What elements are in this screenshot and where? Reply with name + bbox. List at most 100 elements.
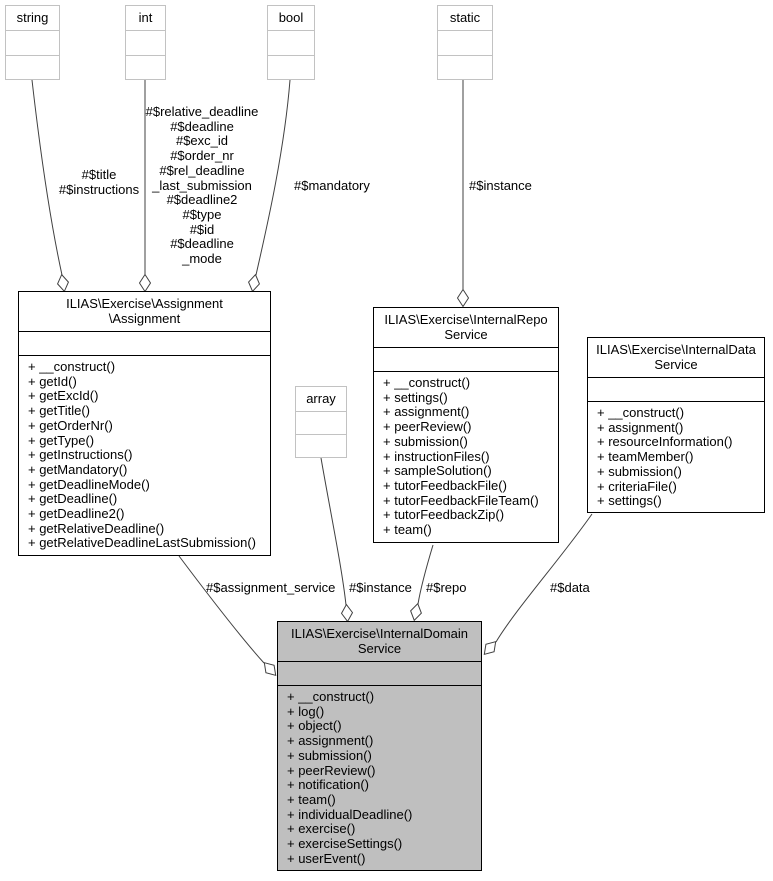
- methods-compartment: [6, 54, 59, 80]
- aggregation-diamond: [56, 273, 70, 293]
- method-label: + tutorFeedbackFileTeam(): [383, 492, 539, 508]
- method-label: + __construct(): [383, 375, 471, 390]
- class-box-bool: bool: [267, 5, 315, 80]
- method-label: + peerReview(): [383, 419, 472, 435]
- edge-label-data: #$data: [550, 580, 590, 595]
- class-title: int: [126, 6, 165, 31]
- edge-label-instance-array: #$instance: [349, 580, 412, 595]
- method-label: + getRelativeDeadline(): [28, 520, 165, 536]
- class-box-static: static: [437, 5, 493, 80]
- class-box-int: int: [125, 5, 166, 80]
- edge-string-to-assignment: [31, 79, 63, 276]
- aggregation-diamond: [483, 640, 497, 656]
- method-label: + settings(): [597, 493, 662, 509]
- method-label: + getOrderNr(): [28, 417, 113, 433]
- method-label: + exerciseSettings(): [287, 836, 403, 852]
- edge-label-assignment-fields: #$relative_deadline #$deadline #$exc_id …: [145, 104, 259, 267]
- method-label: + criteriaFile(): [597, 478, 677, 494]
- methods-compartment: [268, 54, 314, 80]
- class-box-internal-domain-service: ILIAS\Exercise\InternalDomain Service + …: [277, 621, 482, 871]
- methods-list: + __construct()+ log()+ object()+ assign…: [278, 686, 481, 870]
- method-label: + assignment(): [597, 419, 684, 435]
- class-box-assignment[interactable]: ILIAS\Exercise\Assignment \Assignment + …: [18, 291, 271, 556]
- class-title: static: [438, 6, 492, 31]
- edge-label-repo: #$repo: [426, 580, 467, 595]
- method-label: + tutorFeedbackFile(): [383, 477, 507, 493]
- aggregation-diamond: [263, 661, 277, 677]
- method-label: + instructionFiles(): [383, 448, 490, 464]
- methods-list: + __construct()+ assignment()+ resourceI…: [588, 402, 764, 512]
- attributes-compartment: [6, 31, 59, 55]
- methods-compartment: [296, 434, 346, 457]
- method-label: + getDeadline2(): [28, 506, 125, 522]
- attributes-compartment: [268, 31, 314, 55]
- methods-compartment: [126, 54, 165, 80]
- class-title[interactable]: ILIAS\Exercise\InternalRepo Service: [374, 308, 558, 348]
- method-label: + getDeadlineMode(): [28, 476, 150, 492]
- class-title: string: [6, 6, 59, 31]
- method-label: + assignment(): [383, 404, 470, 420]
- method-label: + team(): [383, 522, 432, 538]
- class-title: ILIAS\Exercise\InternalDomain Service: [278, 622, 481, 662]
- edge-array-to-domain: [320, 457, 347, 606]
- aggregation-diamond: [456, 288, 470, 308]
- attributes-compartment: [126, 31, 165, 55]
- edge-assignment-to-domain: [178, 555, 265, 664]
- method-label: + teamMember(): [597, 449, 694, 465]
- method-label: + getType(): [28, 432, 95, 448]
- method-label: + tutorFeedbackZip(): [383, 507, 505, 523]
- edge-label-mandatory: #$mandatory: [294, 178, 370, 193]
- method-label: + __construct(): [28, 359, 116, 374]
- attributes-compartment: [374, 348, 558, 372]
- method-label: + log(): [287, 703, 325, 719]
- method-label: + submission(): [383, 433, 468, 449]
- edge-label-instance-static: #$instance: [469, 178, 532, 193]
- method-label: + getInstructions(): [28, 447, 133, 463]
- attributes-compartment: [19, 332, 270, 356]
- method-label: + peerReview(): [287, 762, 376, 778]
- aggregation-diamond: [138, 273, 152, 293]
- class-box-string: string: [5, 5, 60, 80]
- attributes-compartment: [278, 662, 481, 686]
- edge-label-assignment-service: #$assignment_service: [206, 580, 336, 595]
- class-title: bool: [268, 6, 314, 31]
- methods-list: + __construct()+ settings()+ assignment(…: [374, 372, 558, 542]
- method-label: + getRelativeDeadlineLastSubmission(): [28, 535, 256, 551]
- method-label: + submission(): [287, 747, 372, 763]
- class-title[interactable]: ILIAS\Exercise\Assignment \Assignment: [19, 292, 270, 332]
- method-label: + getMandatory(): [28, 461, 128, 477]
- class-box-array: array: [295, 386, 347, 458]
- method-label: + __construct(): [287, 689, 375, 704]
- method-label: + exercise(): [287, 821, 356, 837]
- method-label: + notification(): [287, 777, 370, 793]
- edge-label-title-instructions: #$title #$instructions: [58, 167, 140, 197]
- method-label: + submission(): [597, 463, 682, 479]
- method-label: + getId(): [28, 373, 77, 389]
- method-label: + assignment(): [287, 733, 374, 749]
- method-label: + __construct(): [597, 405, 685, 420]
- methods-list: + __construct()+ getId()+ getExcId()+ ge…: [19, 356, 270, 555]
- method-label: + individualDeadline(): [287, 806, 413, 822]
- method-label: + settings(): [383, 389, 448, 405]
- class-box-internal-repo-service[interactable]: ILIAS\Exercise\InternalRepo Service + __…: [373, 307, 559, 543]
- method-label: + getExcId(): [28, 388, 99, 404]
- aggregation-diamond: [247, 273, 261, 293]
- methods-compartment: [438, 54, 492, 80]
- method-label: + getDeadline(): [28, 491, 118, 507]
- attributes-compartment: [588, 378, 764, 402]
- class-box-internal-data-service[interactable]: ILIAS\Exercise\InternalData Service + __…: [587, 337, 765, 513]
- method-label: + sampleSolution(): [383, 463, 492, 479]
- edge-repo-to-domain: [417, 544, 434, 605]
- aggregation-diamond: [410, 602, 422, 622]
- aggregation-diamond: [340, 603, 354, 623]
- edge-bool-to-assignment: [255, 79, 291, 276]
- method-label: + getTitle(): [28, 403, 91, 419]
- method-label: + object(): [287, 718, 342, 734]
- class-title[interactable]: ILIAS\Exercise\InternalData Service: [588, 338, 764, 378]
- method-label: + team(): [287, 791, 336, 807]
- class-title: array: [296, 387, 346, 412]
- method-label: + resourceInformation(): [597, 434, 733, 450]
- attributes-compartment: [296, 412, 346, 434]
